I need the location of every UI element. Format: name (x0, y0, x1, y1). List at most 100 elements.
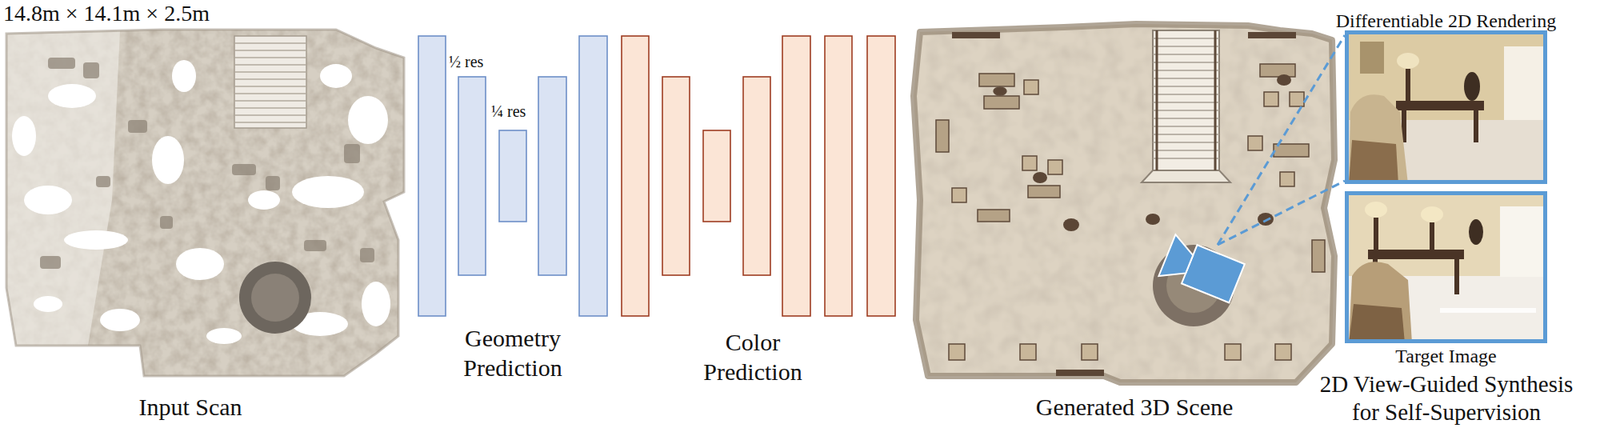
generated-scene-render (1275, 344, 1292, 360)
scene-dimensions: 14.8m × 14.1m × 2.5m (3, 1, 210, 27)
input-scan-render (176, 248, 224, 280)
input-scan-render (6, 29, 404, 376)
input-scan-render (100, 308, 140, 332)
input-scan-render (12, 60, 391, 344)
input-scan-render (292, 176, 364, 208)
generated-scene-render (1063, 218, 1080, 232)
module-label: Color Prediction (680, 328, 825, 387)
color-layer-block (867, 36, 896, 316)
rendered-view-photo (1464, 72, 1480, 101)
generated-scene-render (977, 209, 1010, 222)
image-heading: Differentiable 2D Rendering (1336, 10, 1556, 32)
generated-scene-render (1280, 172, 1295, 187)
view-ray (1217, 180, 1345, 245)
input-scan-render (128, 120, 148, 133)
color-layer-block (621, 36, 649, 316)
generated-scene-render (1312, 240, 1325, 272)
rendered-view-photo (1405, 68, 1411, 101)
input-scan-render (40, 57, 375, 269)
camera-icon (1158, 234, 1198, 285)
input-scan-render (6, 30, 120, 346)
geometry-layer-block (579, 36, 608, 316)
input-scan-render (12, 116, 36, 156)
resolution-note: ½ res (448, 52, 484, 71)
generated-scene-render (952, 188, 967, 203)
generated-scene-render (1152, 38, 1220, 159)
rendered-view-photo (1396, 52, 1420, 69)
rendered-view-photo (1344, 30, 1548, 184)
geometry-layer-block (418, 36, 446, 316)
target-view-photo (1454, 259, 1460, 295)
input-scan-render (48, 84, 96, 108)
input-scan-render (234, 43, 307, 123)
input-scan-render (239, 261, 312, 334)
color-layer-block (621, 36, 896, 316)
resolution-note: ¼ res (491, 102, 526, 120)
generated-scene-render (948, 344, 965, 360)
color-layer-block (824, 36, 852, 316)
rendered-view-photo (1348, 140, 1399, 184)
input-scan-render (344, 144, 360, 164)
rendered-view-photo (1473, 110, 1479, 143)
input-scan-render (160, 216, 173, 229)
color-layer-block (782, 36, 811, 316)
input-scan-render (152, 136, 184, 184)
generated-scene-render (1048, 160, 1063, 175)
panel-label: Input Scan (138, 393, 242, 420)
generated-scene-render (1276, 74, 1292, 86)
panel-label: 2D View-Guided Synthesis for Self-Superv… (1306, 370, 1587, 428)
generated-scene-render (936, 64, 1325, 360)
input-scan-render (96, 176, 111, 188)
module-label: Geometry Prediction (444, 324, 581, 383)
input-scan-render (6, 29, 404, 376)
geometry-layer-block (458, 76, 486, 276)
generated-scene-render (1024, 80, 1039, 95)
target-view-photo (1348, 304, 1405, 344)
input-scan-render (248, 190, 280, 210)
rendered-view-photo (1504, 46, 1544, 120)
rendered-view-photo (1348, 94, 1408, 184)
input-scan-render (48, 57, 76, 69)
generated-scene-render (913, 24, 1335, 383)
generated-scene-render (1032, 172, 1048, 184)
target-view-photo (1500, 206, 1544, 277)
generated-scene-render (1257, 212, 1274, 226)
target-view-photo (1368, 249, 1464, 260)
generated-scene-render (1141, 170, 1231, 183)
generated-scene-render (1260, 64, 1296, 77)
color-layer-block (662, 76, 690, 276)
image-caption: Target Image (1395, 345, 1496, 367)
input-scan-render (6, 29, 404, 376)
input-scan-render (232, 164, 256, 176)
target-view-photo (1364, 201, 1388, 218)
generated-scene-render (936, 120, 949, 152)
color-layer-block (743, 76, 771, 276)
target-view-photo (1420, 206, 1444, 223)
generated-scene-render (1152, 30, 1220, 171)
input-scan-render (251, 273, 300, 322)
input-scan-render (361, 281, 391, 327)
target-view-photo (1429, 222, 1435, 250)
generated-scene-render (913, 24, 1335, 383)
target-view-photo (1440, 308, 1536, 313)
generated-scene-render (1289, 92, 1304, 107)
input-scan-render (360, 248, 375, 263)
generated-scene-render (1020, 344, 1036, 360)
input-scan-render (304, 240, 327, 252)
target-view-photo (1348, 261, 1412, 344)
input-scan-render (24, 185, 72, 215)
rendered-view-photo (1344, 30, 1548, 184)
input-scan-render (320, 64, 352, 88)
generated-scene-render (1224, 344, 1241, 360)
input-scan-render (206, 328, 242, 344)
generated-scene-render (952, 32, 1000, 39)
generated-scene-render (1022, 156, 1037, 171)
rendered-view-photo (1360, 41, 1384, 74)
input-scan-render (83, 62, 100, 79)
generated-scene-render (1056, 369, 1104, 376)
input-scan-render (33, 296, 63, 312)
generated-scene-render (1028, 185, 1060, 198)
generated-scene-render (1248, 32, 1296, 39)
camera-icon (1158, 234, 1245, 304)
